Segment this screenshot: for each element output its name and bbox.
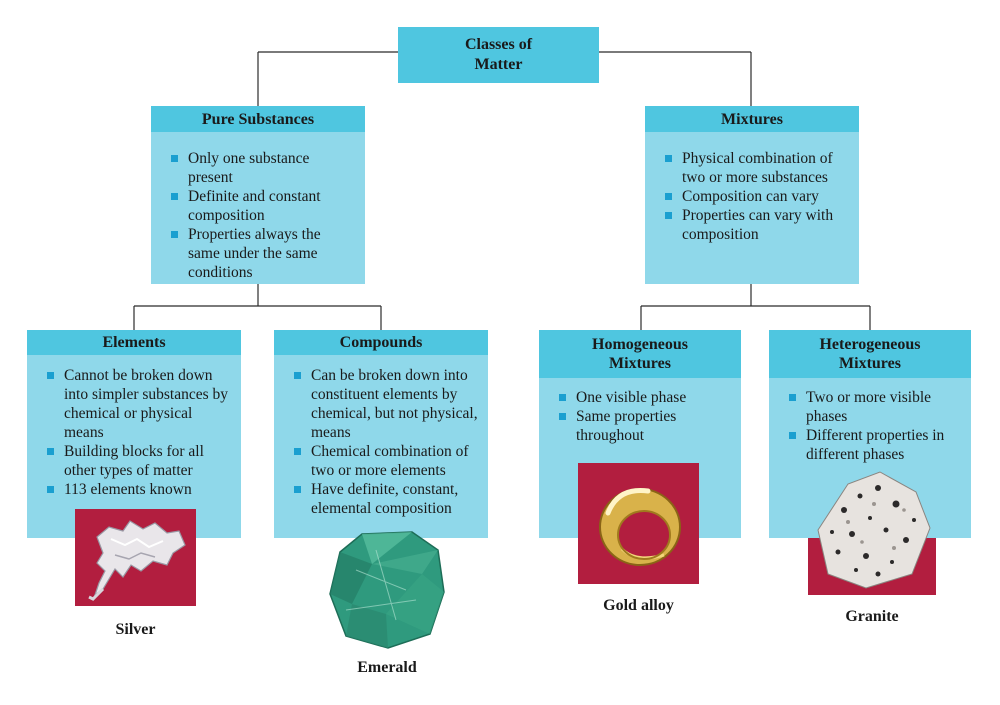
list-item: One visible phase — [558, 388, 733, 407]
list-item: Only one substance present — [170, 149, 355, 187]
homogeneous-mixtures-header: Homogeneous Mixtures — [539, 330, 741, 378]
elements-box: Elements Cannot be broken down into simp… — [27, 330, 241, 538]
homogeneous-list: One visible phase Same properties throug… — [558, 388, 733, 445]
granite-caption: Granite — [845, 608, 899, 625]
classes-of-matter-box: Classes of Matter — [398, 27, 599, 83]
homogeneous-title-line1: Homogeneous — [592, 336, 688, 353]
list-item: Have definite, constant, elemental compo… — [293, 480, 480, 518]
emerald-photo — [329, 531, 445, 649]
pure-substances-list: Only one substance present Definite and … — [170, 149, 355, 282]
gold-alloy-caption: Gold alloy — [603, 597, 674, 614]
silver-photo — [75, 509, 196, 606]
mixtures-header: Mixtures — [645, 106, 859, 132]
compounds-list: Can be broken down into constituent elem… — [293, 366, 480, 518]
list-item: Building blocks for all other types of m… — [46, 442, 233, 480]
gold-alloy-photo — [578, 463, 699, 584]
heterogeneous-title-line1: Heterogeneous — [819, 336, 921, 353]
list-item: 113 elements known — [46, 480, 233, 499]
homogeneous-title-line2: Mixtures — [609, 355, 671, 372]
root-title-line1: Classes of — [464, 36, 533, 53]
root-title-line2: Matter — [474, 56, 523, 73]
list-item: Physical combination of two or more subs… — [664, 149, 849, 187]
emerald-caption: Emerald — [357, 659, 417, 676]
list-item: Properties always the same under the sam… — [170, 225, 355, 282]
heterogeneous-title-line2: Mixtures — [839, 355, 901, 372]
mixtures-list: Physical combination of two or more subs… — [664, 149, 849, 244]
pure-substances-box: Pure Substances Only one substance prese… — [151, 106, 365, 284]
elements-list: Cannot be broken down into simpler subst… — [46, 366, 233, 499]
compounds-box: Compounds Can be broken down into consti… — [274, 330, 488, 538]
list-item: Can be broken down into constituent elem… — [293, 366, 480, 442]
list-item: Cannot be broken down into simpler subst… — [46, 366, 233, 442]
silver-caption: Silver — [115, 621, 156, 638]
heterogeneous-mixtures-header: Heterogeneous Mixtures — [769, 330, 971, 378]
mixtures-box: Mixtures Physical combination of two or … — [645, 106, 859, 284]
elements-header: Elements — [27, 330, 241, 355]
list-item: Properties can vary with composition — [664, 206, 849, 244]
list-item: Definite and constant composition — [170, 187, 355, 225]
list-item: Chemical combination of two or more elem… — [293, 442, 480, 480]
list-item: Composition can vary — [664, 187, 849, 206]
granite-photo — [808, 471, 936, 595]
list-item: Two or more visible phases — [788, 388, 963, 426]
list-item: Different properties in different phases — [788, 426, 963, 464]
list-item: Same properties throughout — [558, 407, 733, 445]
pure-substances-header: Pure Substances — [151, 106, 365, 132]
heterogeneous-list: Two or more visible phases Different pro… — [788, 388, 963, 464]
compounds-header: Compounds — [274, 330, 488, 355]
